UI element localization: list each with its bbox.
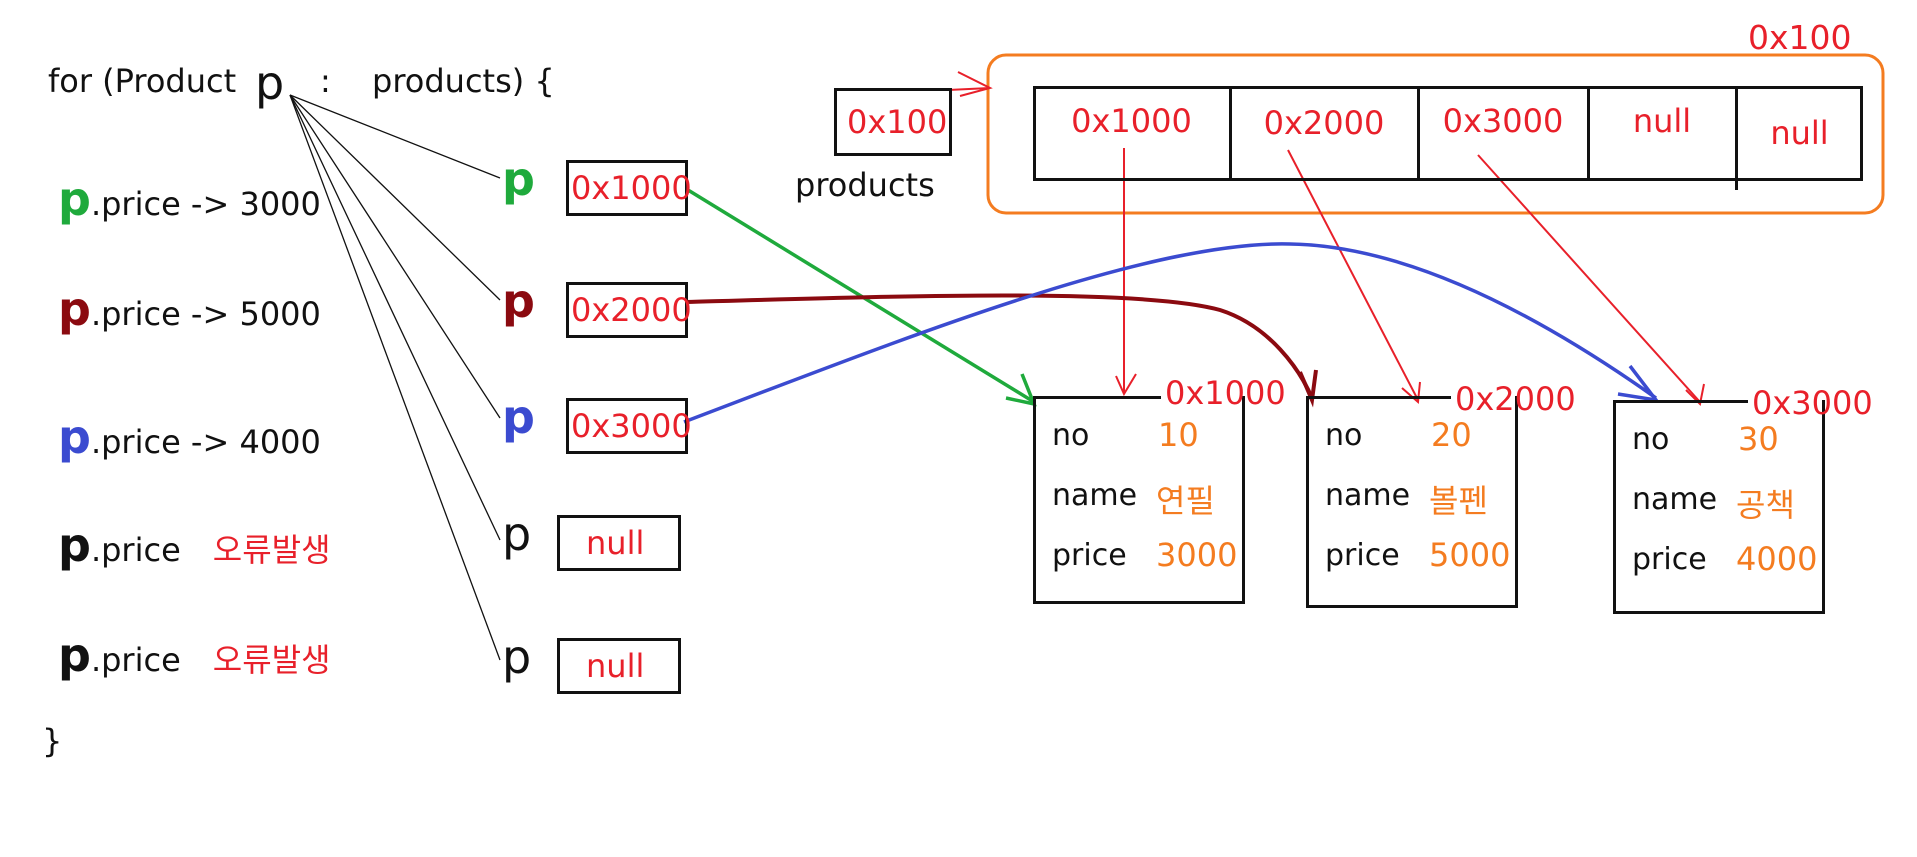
closing-brace: } xyxy=(42,722,63,760)
iteration-variable: p xyxy=(502,390,535,444)
iteration-address-box: 0x3000 xyxy=(566,398,692,454)
line-expression: .price xyxy=(90,641,181,679)
field-name: name xyxy=(1052,478,1138,513)
line-variable: p xyxy=(58,628,91,682)
object-top-border xyxy=(1033,396,1161,399)
iteration-address: 0x2000 xyxy=(571,291,692,329)
code-line: p.price 오류발생 xyxy=(58,518,331,572)
loop-variable: p xyxy=(255,56,285,110)
iteration-address: 0x1000 xyxy=(571,169,692,207)
cell-arrow-0x3000 xyxy=(1477,154,1701,403)
array-cell: null xyxy=(1770,114,1829,152)
array-cell: 0x1000 xyxy=(1071,102,1192,140)
array-container-outline xyxy=(986,53,1885,215)
object-address: 0x3000 xyxy=(1752,384,1873,422)
field-value: 5000 xyxy=(1429,536,1511,574)
field-value: 연필 xyxy=(1156,482,1215,520)
array-address: 0x100 xyxy=(1748,18,1852,57)
array-cell-divider xyxy=(1417,86,1420,181)
field-name: no xyxy=(1052,418,1090,453)
field-value: 볼펜 xyxy=(1429,482,1488,520)
field-name: price xyxy=(1325,538,1400,573)
cell-arrow-0x2000 xyxy=(1287,149,1419,401)
field-value: 30 xyxy=(1738,420,1779,458)
code-line: p.price -> 4000 xyxy=(58,410,321,464)
fan-line xyxy=(289,94,501,419)
iteration-variable: p xyxy=(502,507,532,561)
iteration-address-box: 0x2000 xyxy=(566,282,692,338)
error-message: 오류발생 xyxy=(212,531,331,569)
code-line: p.price 오류발생 xyxy=(58,628,331,682)
field-name: name xyxy=(1325,478,1411,513)
field-value: 공책 xyxy=(1736,486,1795,524)
array-box xyxy=(1033,86,1863,181)
code-line: p.price -> 3000 xyxy=(58,172,321,226)
cell-arrow-head xyxy=(1401,381,1421,405)
collection-name: products) { xyxy=(372,62,555,100)
cell-arrow-head xyxy=(1115,373,1137,397)
object-box: no 10 name 연필 price 3000 xyxy=(1033,396,1245,604)
field-name: no xyxy=(1325,418,1363,453)
field-name: price xyxy=(1052,538,1127,573)
iteration-address: null xyxy=(586,647,645,685)
fan-lines xyxy=(289,94,501,661)
object-top-border xyxy=(1613,400,1748,403)
line-expression: .price xyxy=(90,531,181,569)
iteration-address-box: null xyxy=(557,638,681,694)
object-address: 0x2000 xyxy=(1455,380,1576,418)
iteration-variable: p xyxy=(502,152,535,206)
array-cell: 0x2000 xyxy=(1263,104,1385,142)
field-name: no xyxy=(1632,422,1670,457)
object-box: no 30 name 공책 price 4000 xyxy=(1613,400,1825,614)
cell-arrow-head xyxy=(1685,383,1705,407)
code-line: p.price -> 5000 xyxy=(58,282,321,336)
fan-line xyxy=(289,94,501,541)
array-cell-divider xyxy=(1587,86,1590,181)
iteration-address: null xyxy=(586,524,645,562)
darkred-reference-arrow xyxy=(685,293,1318,408)
products-to-array-arrow xyxy=(947,71,993,97)
field-value: 20 xyxy=(1431,416,1472,454)
array-cell-divider xyxy=(1735,86,1738,190)
line-expression: .price -> 4000 xyxy=(90,423,321,461)
object-top-border xyxy=(1306,396,1451,399)
fan-line xyxy=(289,94,501,661)
products-label: products xyxy=(795,166,935,204)
object-address: 0x1000 xyxy=(1165,374,1286,412)
field-value: 10 xyxy=(1158,416,1199,454)
products-reference-address: 0x100 xyxy=(847,103,948,141)
iteration-address: 0x3000 xyxy=(571,407,692,445)
array-cell-divider xyxy=(1229,86,1232,181)
iteration-variable: p xyxy=(502,274,535,328)
field-value: 3000 xyxy=(1156,536,1238,574)
line-variable: p xyxy=(58,518,91,572)
fan-line xyxy=(289,94,501,301)
field-value: 4000 xyxy=(1736,540,1818,578)
object-box: no 20 name 볼펜 price 5000 xyxy=(1306,396,1518,608)
iteration-address-box: 0x1000 xyxy=(566,160,692,216)
fan-line xyxy=(289,94,501,179)
for-prefix: for (Product xyxy=(48,62,237,100)
line-variable: p xyxy=(58,410,91,464)
array-cell: 0x3000 xyxy=(1442,102,1564,140)
field-name: name xyxy=(1632,482,1718,517)
iteration-address-box: null xyxy=(557,515,681,571)
line-expression: .price -> 5000 xyxy=(90,295,321,333)
error-message: 오류발생 xyxy=(212,641,331,679)
field-name: price xyxy=(1632,542,1707,577)
array-cell: null xyxy=(1632,102,1692,140)
line-variable: p xyxy=(58,172,91,226)
line-expression: .price -> 3000 xyxy=(90,185,321,223)
products-reference-box: 0x100 xyxy=(834,88,952,156)
colon: : xyxy=(320,62,331,100)
iteration-variable: p xyxy=(502,630,532,684)
line-variable: p xyxy=(58,282,91,336)
